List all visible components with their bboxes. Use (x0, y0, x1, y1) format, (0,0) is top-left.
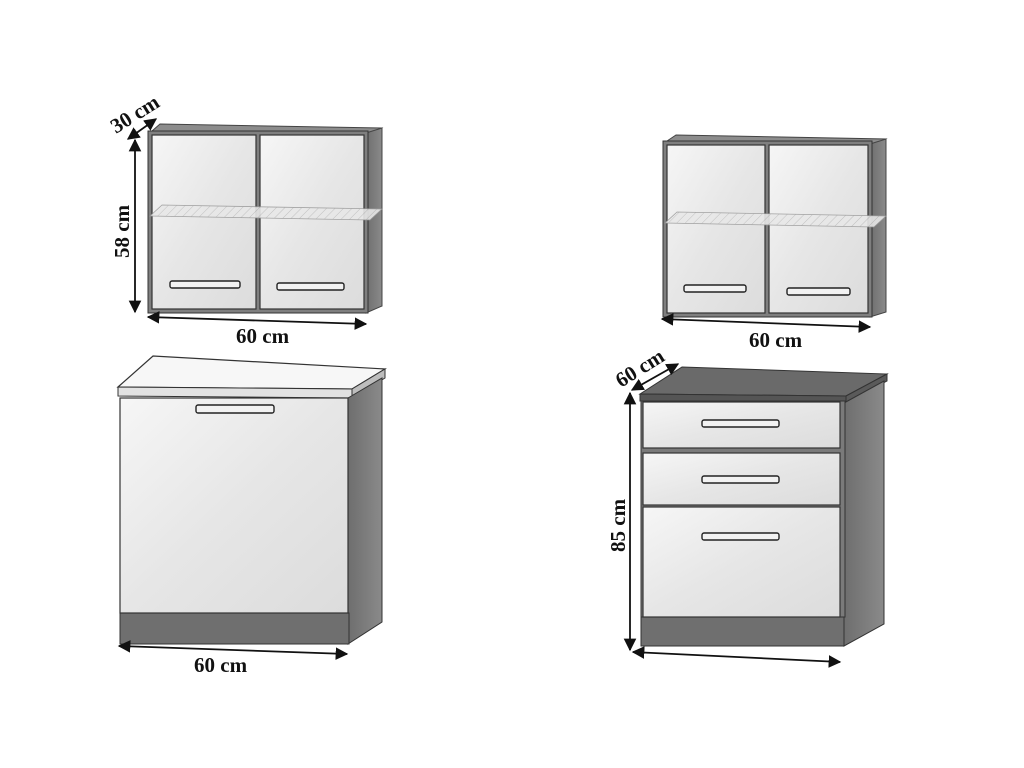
wall-cabinet-left-door-2 (259, 134, 365, 310)
drawer-3 (642, 506, 841, 618)
wall-cabinet-left-shelf (148, 204, 384, 221)
wall-cabinet-left-handle-1 (169, 280, 241, 289)
height-label-base-drawers: 85 cm (606, 498, 630, 552)
height-label-left-wall: 58 cm (110, 204, 134, 258)
base-cabinet-drawers-side (843, 380, 885, 647)
depth-arrow-base-drawers (630, 363, 680, 391)
width-arrow-base-drawers (631, 646, 842, 668)
drawer-1-handle (701, 419, 780, 428)
wall-cabinet-left-handle-2 (276, 282, 345, 291)
base-cabinet-door-side (347, 377, 383, 645)
width-arrow-left-wall (146, 311, 368, 330)
wall-cabinet-right: 60 cm (660, 134, 888, 352)
base-cabinet-drawers-plinth (640, 616, 845, 647)
base-cabinet-drawers-worktop-top (638, 366, 889, 397)
width-label-left-wall: 60 cm (236, 324, 290, 348)
depth-arrow-left-wall (126, 118, 158, 140)
drawer-3-handle (701, 532, 780, 541)
base-cabinet-drawers: 60 cm 85 cm (606, 343, 889, 668)
drawer-2-handle (701, 475, 780, 484)
wall-cabinet-left-door-1 (151, 134, 257, 310)
width-label-right-wall: 60 cm (749, 328, 803, 352)
wall-cabinet-right-handle-1 (683, 284, 747, 293)
base-cabinet-door-handle (195, 404, 275, 414)
wall-cabinet-right-shelf (663, 211, 888, 228)
base-cabinet-door-worktop-top (116, 355, 387, 390)
base-cabinet-door: 60 cm (116, 355, 387, 677)
width-label-base-door: 60 cm (194, 653, 248, 677)
base-cabinet-door-front (119, 397, 349, 614)
width-arrow-right-wall (660, 313, 872, 333)
base-cabinet-door-worktop-front (117, 386, 353, 399)
width-arrow-base-door (117, 640, 349, 660)
wall-cabinet-right-handle-2 (786, 287, 851, 296)
wall-cabinet-right-door-2 (768, 144, 869, 314)
base-cabinet-door-plinth (119, 612, 350, 645)
wall-cabinet-left: 30 cm 58 cm 60 cm (106, 89, 384, 348)
